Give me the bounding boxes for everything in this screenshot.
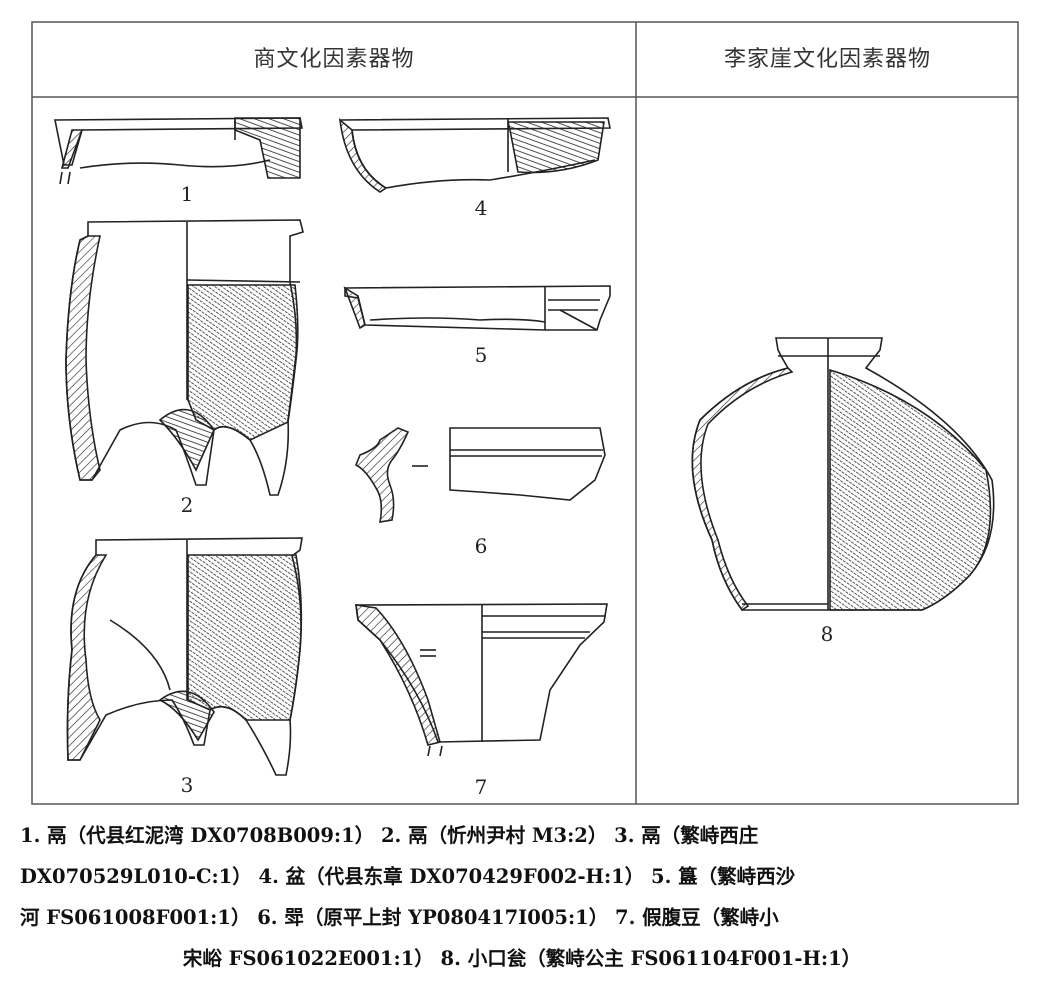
vessel-number: 7 <box>474 775 488 799</box>
vessel-6-jia <box>354 427 606 523</box>
vessel-4-basin <box>338 117 611 193</box>
vessel-number: 3 <box>180 773 194 797</box>
caption-line-2: DX070529L010-C:1） 4. 盆（代县东章 DX070429F002… <box>20 865 796 888</box>
vessel-5-gui <box>343 285 611 331</box>
pottery-figure: 商文化因素器物 李家崖文化因素器物 1 2 3 4 5 6 7 8 <box>31 21 1019 805</box>
vessel-3-li <box>66 537 303 776</box>
vessel-7-dou <box>355 603 608 757</box>
figure-drawing <box>31 21 1019 805</box>
vessel-number: 1 <box>180 182 194 206</box>
vessel-number: 5 <box>474 343 488 367</box>
header-lijiaya-culture: 李家崖文化因素器物 <box>723 47 931 72</box>
vessel-2-li <box>65 219 304 496</box>
vessel-number: 6 <box>474 534 488 558</box>
vessel-1-li <box>54 117 303 185</box>
table-frame <box>31 21 1019 805</box>
vessel-number: 4 <box>474 196 488 220</box>
caption-line-3: 河 FS061008F001:1） 6. 斝（原平上封 YP080417I005… <box>20 906 779 929</box>
figure-caption: 1. 鬲（代县红泥湾 DX0708B009:1） 2. 鬲（忻州尹村 M3:2）… <box>20 815 1024 979</box>
caption-line-1: 1. 鬲（代县红泥湾 DX0708B009:1） 2. 鬲（忻州尹村 M3:2）… <box>20 824 759 847</box>
vessel-number: 2 <box>180 493 194 517</box>
caption-line-4: 宋峪 FS061022E001:1） 8. 小口瓮（繁峙公主 FS061104F… <box>182 947 862 970</box>
header-shang-culture: 商文化因素器物 <box>253 47 415 72</box>
vessel-number: 8 <box>820 622 834 646</box>
vessel-8-weng <box>691 337 995 612</box>
